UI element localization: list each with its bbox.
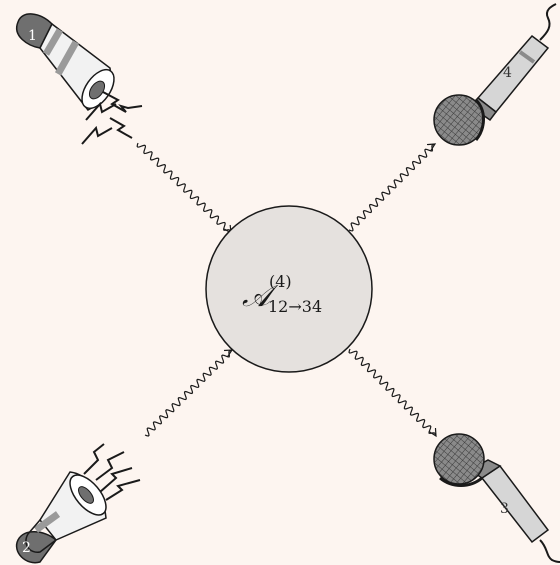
megaphone-icon-2: 2 — [15, 443, 141, 564]
device-label-1: 1 — [28, 28, 37, 44]
device-label-3: 3 — [500, 501, 509, 517]
amplitude-superscript: (4) — [269, 272, 292, 291]
sound-bolt-icon — [102, 91, 143, 113]
propagator-3 — [348, 348, 436, 436]
microphone-icon-4: 4 — [433, 3, 557, 146]
propagator-1 — [136, 142, 231, 233]
device-label-4: 4 — [503, 65, 512, 81]
propagator-lines — [136, 142, 436, 437]
microphone-icon-3: 3 — [433, 433, 560, 563]
megaphone-icon-1: 1 — [15, 13, 143, 145]
mic-cable — [539, 3, 557, 41]
propagator-4 — [348, 144, 435, 232]
amplitude-blob: 𝒜 (4) 12→34 — [205, 205, 373, 373]
propagator-2 — [144, 350, 232, 437]
device-label-2: 2 — [22, 540, 31, 556]
amplitude-subscript: 12→34 — [268, 297, 322, 316]
